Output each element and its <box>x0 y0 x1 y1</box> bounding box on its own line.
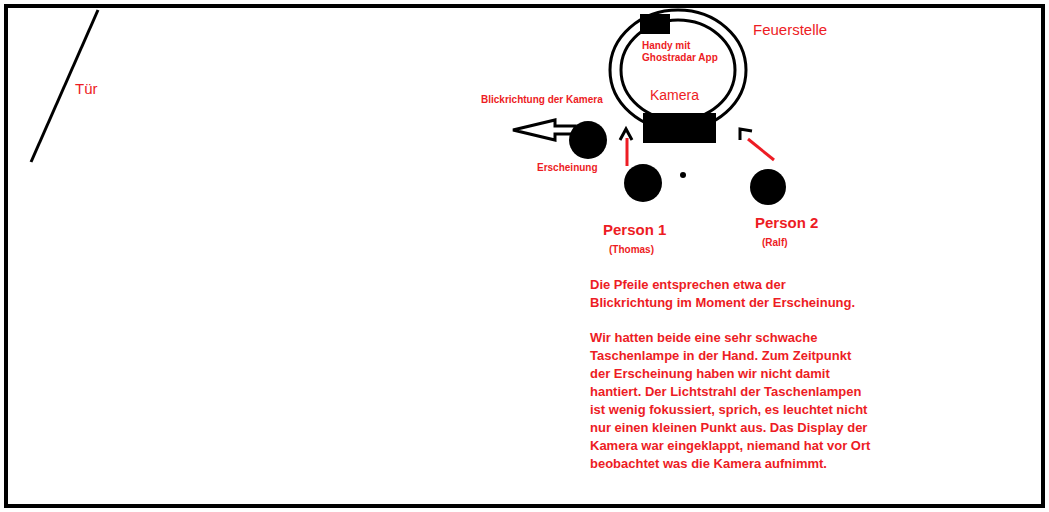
note-text: Die Pfeile entsprechen etwa der Blickric… <box>590 276 872 312</box>
node-label: Feuerstelle <box>753 21 827 38</box>
person-circle: Person 1(Thomas) <box>624 164 662 202</box>
door-label: Tür <box>75 80 98 98</box>
apparition-circle: Erscheinung <box>569 121 607 159</box>
door-line <box>31 10 98 162</box>
phone-box: Handy mit Ghostradar App <box>640 14 670 34</box>
person-circle-outline <box>624 164 662 202</box>
small-dot <box>680 172 686 178</box>
node-label: Handy mit Ghostradar App <box>642 40 718 63</box>
fireplace-ring-outline <box>610 10 746 130</box>
phone-box-outline <box>640 14 670 34</box>
view-direction-label: Blickrichtung der Kamera <box>481 94 603 106</box>
room-wall <box>6 6 1043 506</box>
node-label: Erscheinung <box>537 162 598 174</box>
gaze-arrowhead <box>620 129 632 140</box>
gaze-arrow-shaft <box>626 138 629 166</box>
gaze-arrowhead <box>740 129 752 140</box>
person-circle-outline <box>750 169 786 205</box>
gaze-arrow-shaft <box>748 139 774 160</box>
apparition-circle-fill <box>569 121 607 159</box>
person-circle: Person 2(Ralf) <box>750 169 786 205</box>
phone-box-fill <box>640 14 670 34</box>
person-circle-fill <box>750 169 786 205</box>
node-label: Person 1 <box>603 221 666 238</box>
fireplace-outer-ring <box>610 10 746 130</box>
camera-view-arrow <box>513 120 575 140</box>
node-label: Kamera <box>650 87 699 103</box>
fireplace-ring: FeuerstelleHandy mit Ghostradar AppKamer… <box>610 10 746 130</box>
camera-box-outline <box>643 113 716 143</box>
fireplace-inner-ring <box>621 20 735 120</box>
person-circle-fill <box>624 164 662 202</box>
camera-box-fill <box>643 113 716 143</box>
note-text: Wir hatten beide eine sehr schwache Tasc… <box>590 329 872 473</box>
node-label: (Ralf) <box>762 237 788 249</box>
apparition-circle-outline <box>569 121 607 159</box>
node-label: (Thomas) <box>609 244 654 256</box>
node-label: Person 2 <box>755 214 818 231</box>
camera-box: Kamera <box>643 113 716 143</box>
